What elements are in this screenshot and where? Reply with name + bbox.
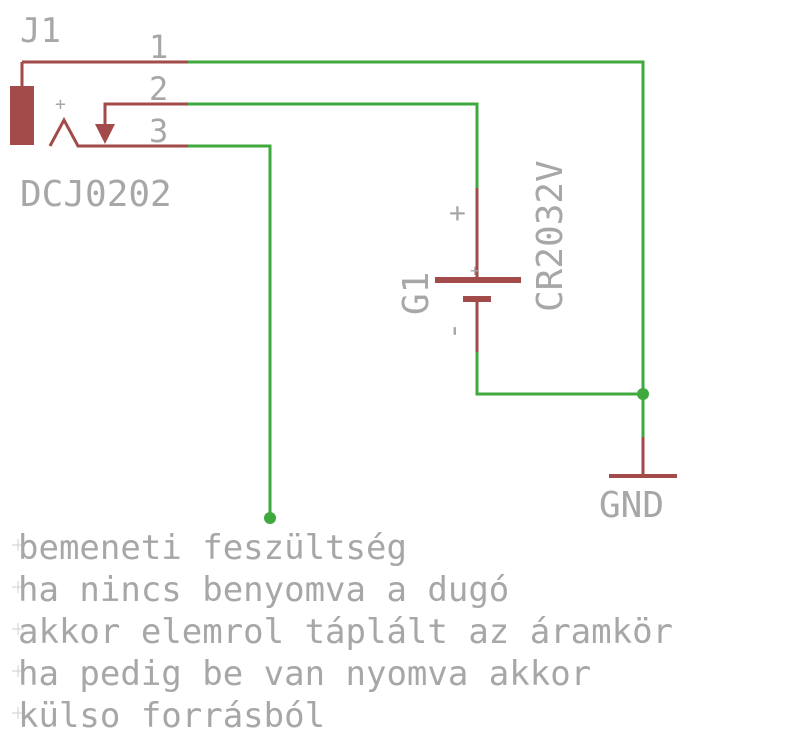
note-line: külso forrásból: [18, 696, 325, 736]
jack-plus-mark: +: [55, 94, 66, 115]
jack-pin2-lead: [103, 102, 188, 124]
battery-name: G1: [396, 272, 437, 315]
battery-symbol[interactable]: +: [435, 188, 521, 352]
battery-value: CR2032V: [530, 160, 571, 312]
junction-dot-gnd: [637, 388, 649, 400]
wire-pin2-to-battery[interactable]: [188, 102, 479, 188]
note-text: bemeneti feszültség ha nincs benyomva a …: [12, 528, 673, 736]
net-wires: [188, 60, 649, 524]
connector-pin-1: 1: [149, 28, 168, 66]
ground-symbol[interactable]: [609, 437, 677, 478]
wire-pin3-to-input[interactable]: [188, 144, 272, 518]
wire-battery-to-junction[interactable]: [475, 352, 643, 396]
battery-inner-plus: +: [470, 261, 480, 280]
connector-pin-2: 2: [149, 70, 168, 108]
jack-center-contact: [48, 116, 188, 148]
note-line: akkor elemrol táplált az áramkör: [18, 612, 673, 652]
wire-pin1-to-gnd[interactable]: [188, 60, 645, 394]
battery-plus-label: +: [449, 196, 466, 229]
junction-dot-input: [264, 512, 276, 524]
connector-pin-3: 3: [149, 112, 168, 150]
connector-name: J1: [20, 11, 61, 51]
dc-jack-symbol[interactable]: +: [10, 60, 188, 148]
battery-minus-label: -: [436, 322, 471, 340]
note-line: ha pedig be van nyomva akkor: [18, 654, 591, 694]
ground-label: GND: [599, 485, 664, 526]
jack-switch-arrow: [95, 124, 115, 144]
note-line: ha nincs benyomva a dugó: [18, 570, 509, 610]
connector-value: DCJ0202: [20, 174, 172, 215]
jack-body: [10, 86, 34, 145]
note-line: bemeneti feszültség: [18, 528, 407, 568]
labels: J1 1 2 3 DCJ0202 + - G1 CR2032V GND: [20, 11, 664, 526]
